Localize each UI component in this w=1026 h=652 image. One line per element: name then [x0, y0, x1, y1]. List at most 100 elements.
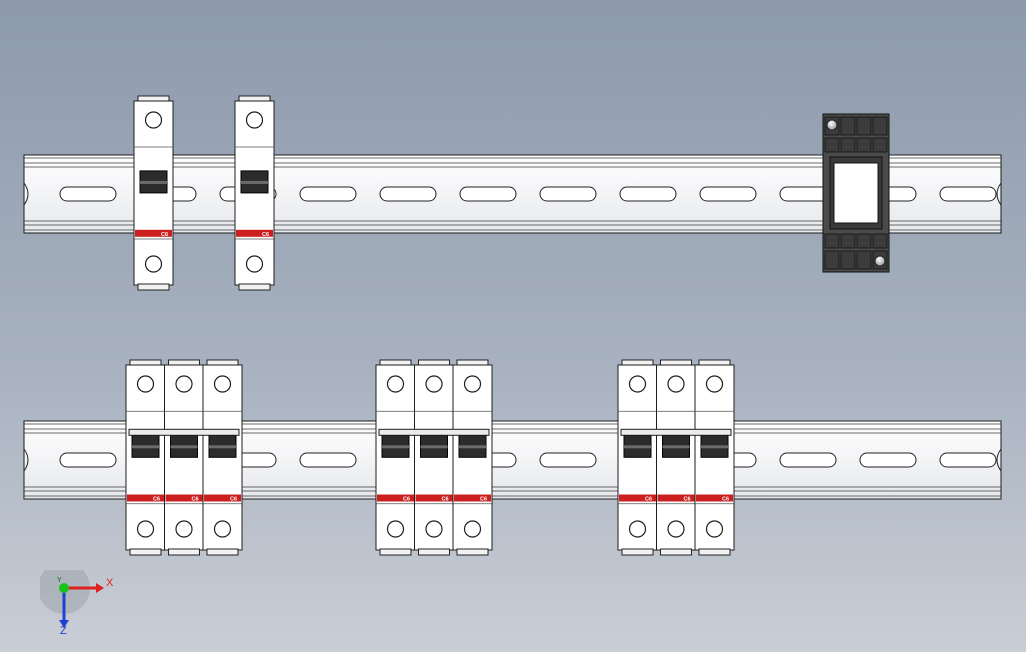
toggle-lever-highlight — [662, 445, 690, 449]
terminal-screw-icon[interactable] — [667, 520, 685, 538]
toggle-lever-highlight — [382, 445, 409, 449]
breaker-pole[interactable]: C6 — [164, 359, 204, 556]
terminal-screw-icon[interactable] — [705, 375, 724, 393]
three-pole-breaker[interactable]: C6 C6 C6 — [375, 359, 493, 556]
breaker-pole[interactable]: C6 — [234, 95, 275, 291]
terminal-screw-icon[interactable] — [136, 520, 155, 538]
rail-mounting-slot — [59, 452, 117, 468]
clamp-cell[interactable] — [856, 250, 872, 270]
mounting-screw-icon — [826, 119, 838, 131]
rail-mounting-slot — [459, 186, 517, 202]
breaker-pole[interactable]: C6 — [656, 359, 696, 556]
rail-mounting-slot — [539, 186, 597, 202]
terminal-screw-icon[interactable] — [425, 375, 443, 393]
terminal-screw-icon[interactable] — [628, 520, 647, 538]
terminal-cap — [418, 548, 450, 556]
terminal-screw-icon[interactable] — [628, 375, 647, 393]
rail-mounting-slot — [59, 186, 117, 202]
terminal-screw-icon[interactable] — [425, 520, 443, 538]
terminal-screw-icon[interactable] — [175, 520, 193, 538]
terminal-screw-icon[interactable] — [245, 111, 264, 129]
clamp-cell[interactable] — [840, 116, 856, 136]
rail-end-notch — [996, 182, 1002, 206]
rating-label-strip — [619, 494, 656, 502]
clamp-cell[interactable] — [840, 233, 856, 249]
rating-label-text: C6 — [230, 497, 237, 503]
clamp-cell[interactable] — [872, 116, 888, 136]
terminal-cap — [698, 548, 731, 556]
terminal-cap — [238, 283, 271, 291]
terminal-screw-icon[interactable] — [667, 375, 685, 393]
rail-mounting-slot — [939, 186, 997, 202]
rail-mounting-slot — [299, 452, 357, 468]
rating-label-strip — [657, 494, 695, 502]
rating-label-text: C6 — [153, 497, 160, 503]
rail-mounting-slot — [619, 186, 677, 202]
terminal-cap — [456, 548, 489, 556]
terminal-screw-icon[interactable] — [386, 520, 405, 538]
clamp-cell[interactable] — [824, 250, 840, 270]
breaker-pole[interactable]: C6 — [617, 359, 658, 556]
terminal-screw-icon[interactable] — [144, 111, 163, 129]
breaker-pole[interactable]: C6 — [694, 359, 735, 556]
rating-label-text: C6 — [403, 497, 410, 503]
clamp-cell[interactable] — [824, 233, 840, 249]
terminal-block[interactable] — [822, 113, 890, 273]
single-pole-breaker[interactable]: C6 — [133, 95, 174, 291]
rail-mounting-slot — [539, 452, 597, 468]
rating-label-text: C6 — [191, 497, 198, 503]
breaker-pole[interactable]: C6 — [125, 359, 166, 556]
toggle-lever-highlight — [241, 180, 268, 184]
terminal-screw-icon[interactable] — [245, 255, 264, 273]
toggle-lever-highlight — [624, 445, 651, 449]
rating-label-text: C6 — [480, 497, 487, 503]
rating-label-text: C6 — [441, 497, 448, 503]
terminal-screw-icon[interactable] — [386, 375, 405, 393]
rating-label-text: C6 — [262, 232, 269, 238]
x-axis-arrow — [64, 583, 104, 593]
clamp-cell[interactable] — [840, 137, 856, 153]
axis-triad: X Z Y — [40, 570, 114, 637]
terminal-screw-icon[interactable] — [213, 520, 232, 538]
terminal-screw-icon[interactable] — [213, 375, 232, 393]
terminal-screw-icon[interactable] — [175, 375, 193, 393]
terminal-cap — [660, 548, 692, 556]
terminal-screw-icon[interactable] — [144, 255, 163, 273]
clamp-cell[interactable] — [856, 137, 872, 153]
rail-mounting-slot — [939, 452, 997, 468]
rail-mounting-slot — [699, 186, 757, 202]
clamp-cell[interactable] — [872, 137, 888, 153]
breaker-pole[interactable]: C6 — [202, 359, 243, 556]
clamp-cell[interactable] — [856, 116, 872, 136]
three-pole-breaker[interactable]: C6 C6 C6 — [125, 359, 243, 556]
toggle-lever-highlight — [140, 180, 167, 184]
clamp-cell[interactable] — [872, 233, 888, 249]
rail-mounting-slot — [779, 452, 837, 468]
terminal-screw-icon[interactable] — [463, 520, 482, 538]
rating-label-text: C6 — [161, 232, 168, 238]
common-trip-bar — [128, 428, 240, 436]
clamp-cell[interactable] — [840, 250, 856, 270]
rating-label-strip — [135, 229, 172, 237]
terminal-cap — [137, 283, 170, 291]
rating-label-text: C6 — [683, 497, 690, 503]
clamp-cell[interactable] — [856, 233, 872, 249]
breaker-pole[interactable]: C6 — [375, 359, 416, 556]
rail-end-notch — [23, 182, 29, 206]
terminal-cap — [206, 548, 239, 556]
breaker-pole[interactable]: C6 — [414, 359, 454, 556]
common-trip-bar — [620, 428, 732, 436]
rating-label-strip — [377, 494, 414, 502]
clamp-cell[interactable] — [824, 137, 840, 153]
terminal-screw-icon[interactable] — [463, 375, 482, 393]
single-pole-breaker[interactable]: C6 — [234, 95, 275, 291]
terminal-screw-icon[interactable] — [705, 520, 724, 538]
toggle-lever-highlight — [132, 445, 159, 449]
terminal-screw-icon[interactable] — [136, 375, 155, 393]
breaker-pole[interactable]: C6 — [133, 95, 174, 291]
rail-mounting-slot — [299, 186, 357, 202]
breaker-pole[interactable]: C6 — [452, 359, 493, 556]
